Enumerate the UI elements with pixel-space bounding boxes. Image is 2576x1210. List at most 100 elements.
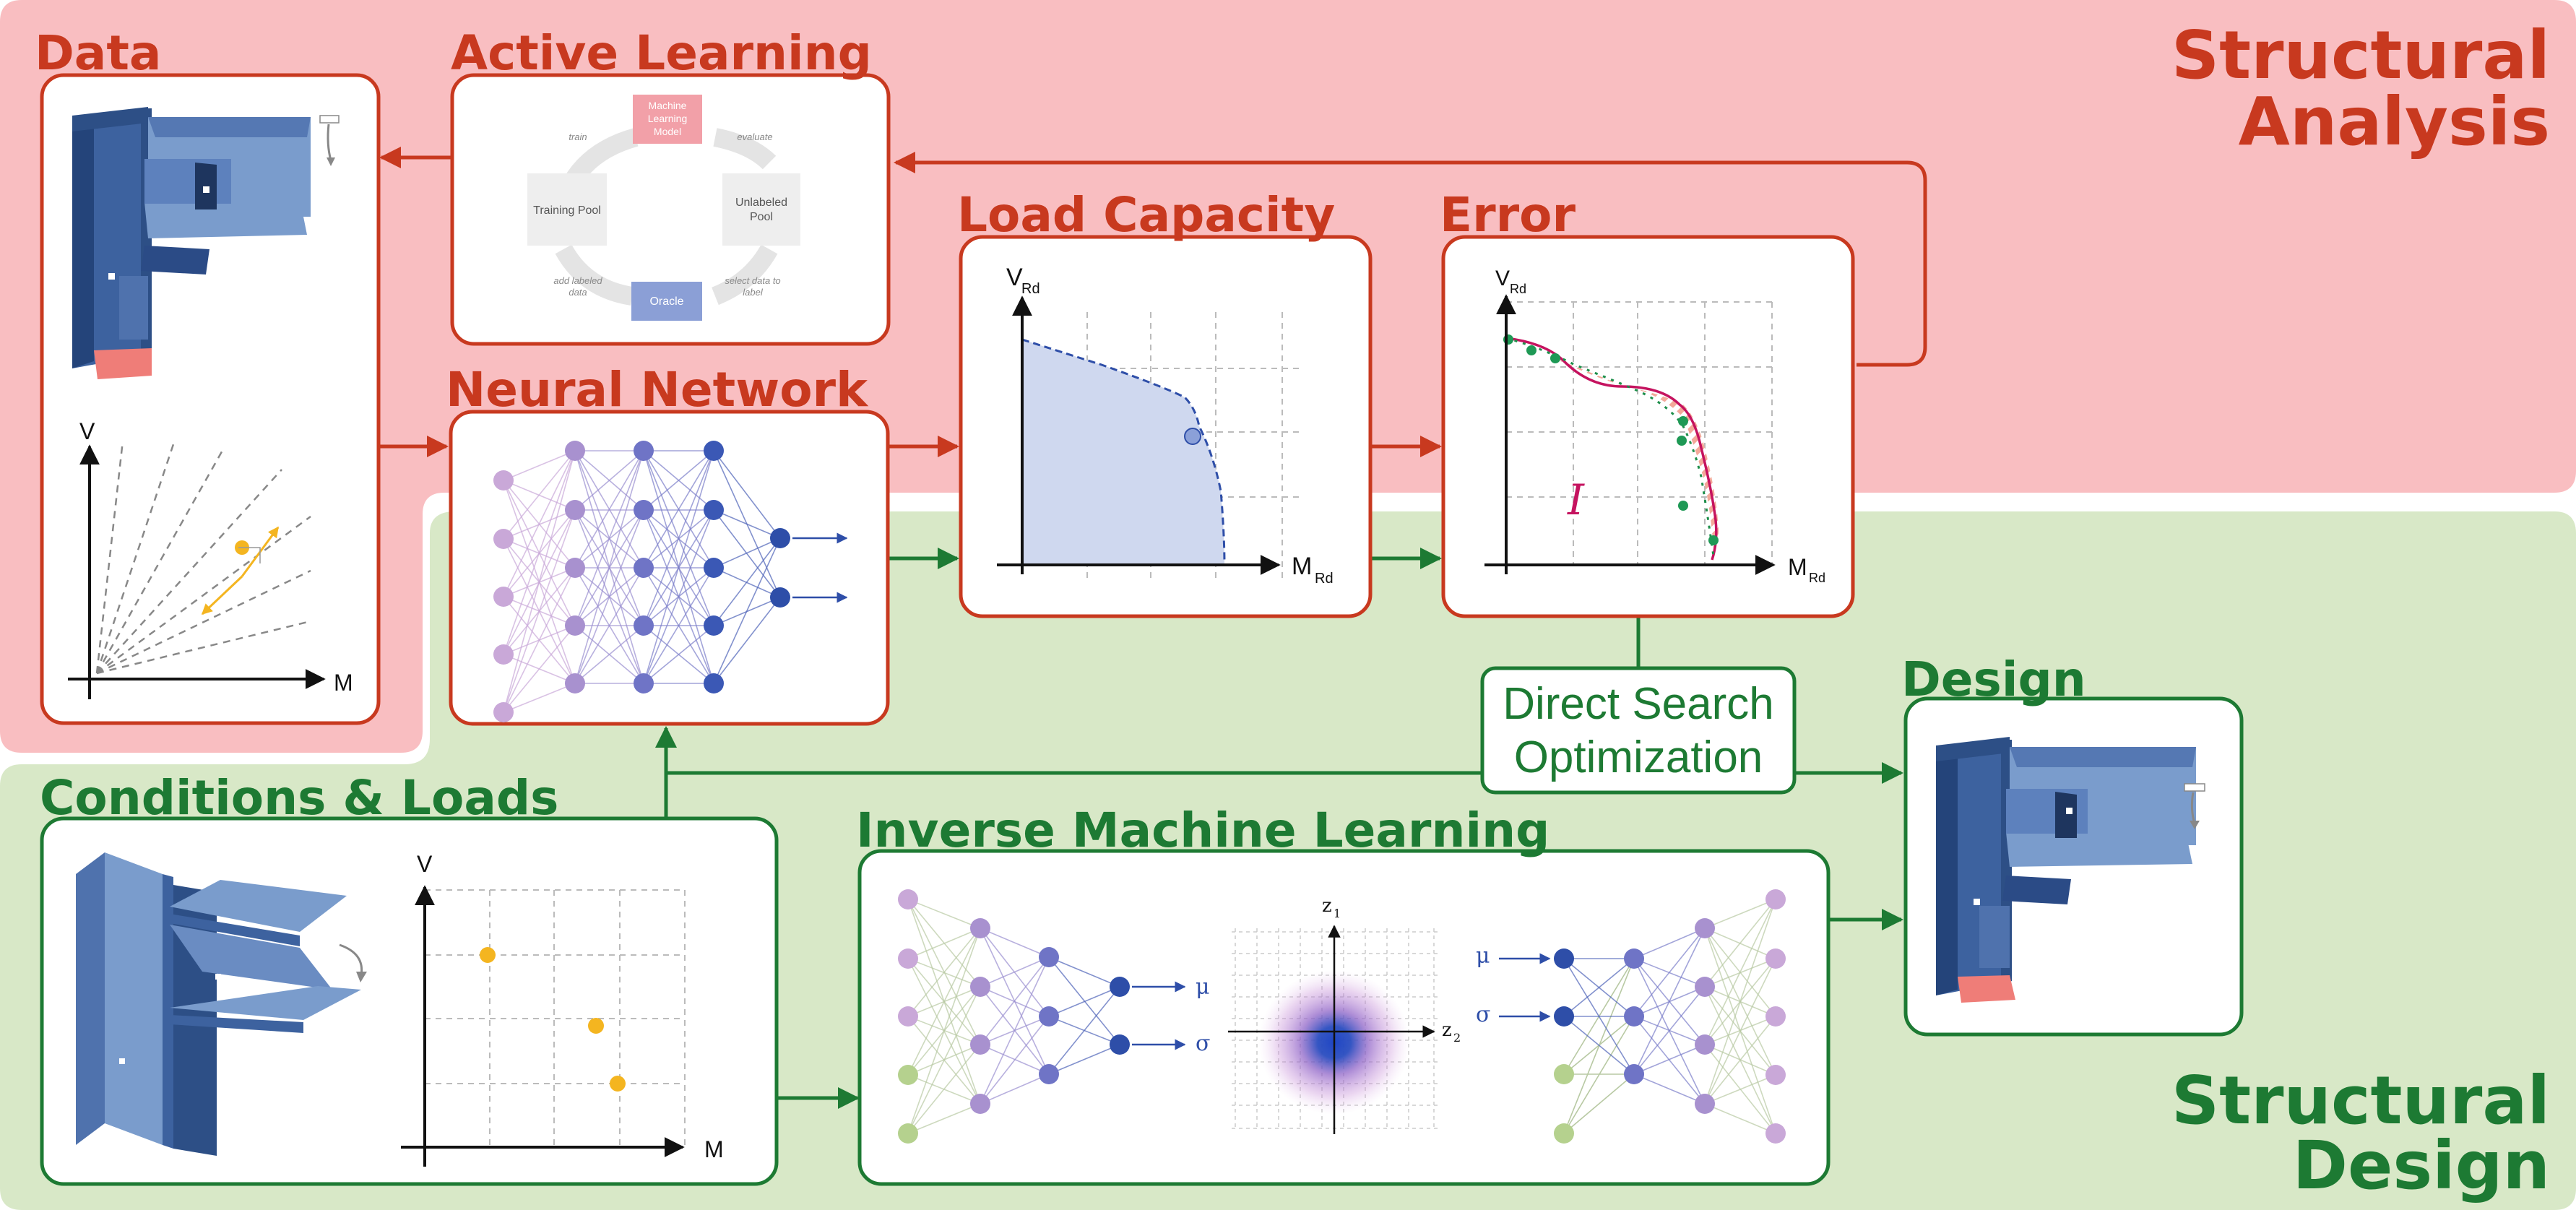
steel-connection-illustration xyxy=(72,107,340,379)
design-label-line2: Design xyxy=(2293,1127,2550,1204)
network-edge xyxy=(574,450,644,626)
column-connection-illustration xyxy=(76,852,367,1156)
panel-neural-network-title: Neural Network xyxy=(446,362,869,418)
network-edge xyxy=(1563,1073,1635,1134)
network-node xyxy=(898,1006,918,1027)
panel-error: Error xyxy=(1440,187,1855,618)
network-edge xyxy=(1563,1016,1635,1134)
network-edge xyxy=(907,928,981,1076)
edge-evaluate: evaluate xyxy=(737,131,772,142)
load-axis-m: M xyxy=(1292,553,1312,580)
capacity-point xyxy=(1184,428,1201,445)
network-edge xyxy=(1048,986,1120,1017)
network-edge xyxy=(980,1073,1050,1105)
active-learning-cycle: Machine Learning Model Unlabeled Pool Or… xyxy=(527,95,800,321)
load-axis-v: V xyxy=(1006,264,1023,291)
network-node xyxy=(704,441,724,461)
direct-search-box: Direct Search Optimization xyxy=(1480,666,1797,795)
network-node xyxy=(1695,1094,1715,1114)
network-edge xyxy=(574,450,644,569)
load-case-1 xyxy=(480,947,496,963)
network-node xyxy=(565,500,585,520)
network-edge xyxy=(907,899,981,929)
decoder-mu-label: μ xyxy=(1476,943,1490,969)
network-edge xyxy=(1704,899,1776,1045)
training-pool-box xyxy=(527,173,607,246)
edge-add-2: data xyxy=(569,287,587,298)
network-edge xyxy=(713,537,781,626)
network-node xyxy=(634,558,654,578)
network-node xyxy=(1624,1064,1644,1084)
unlabeled-pool-box xyxy=(722,173,800,246)
network-edge xyxy=(1704,899,1776,929)
panel-data-title: Data xyxy=(35,25,161,81)
load-case-2 xyxy=(588,1018,604,1034)
network-edge xyxy=(643,450,714,626)
network-node xyxy=(1765,1123,1786,1144)
latent-space-plot: z 1 z 2 xyxy=(1228,895,1461,1134)
network-node xyxy=(898,1065,918,1085)
decoder-network xyxy=(1499,889,1786,1144)
network-node xyxy=(898,889,918,909)
network-edge xyxy=(1704,899,1776,1105)
network-node xyxy=(634,615,654,636)
network-node xyxy=(1554,1123,1574,1144)
panel-active-learning: Active Learning Machine Learning Model U… xyxy=(450,25,891,346)
network-node xyxy=(1624,1006,1644,1027)
network-edge xyxy=(907,928,981,959)
network-node xyxy=(1039,1006,1059,1027)
network-edge xyxy=(643,625,714,684)
network-edge xyxy=(907,1044,981,1134)
conditions-axis-m: M xyxy=(704,1136,724,1162)
network-node xyxy=(565,441,585,461)
panel-neural-network: Neural Network xyxy=(446,362,890,726)
network-node xyxy=(1554,1064,1574,1084)
ml-model-box xyxy=(633,95,702,144)
network-edge xyxy=(1633,1044,1706,1075)
network-node xyxy=(1765,889,1786,909)
network-node xyxy=(1695,918,1715,938)
network-edge xyxy=(907,928,981,1134)
network-edge xyxy=(643,450,714,511)
network-edge xyxy=(1048,1044,1120,1075)
data-axis-m: M xyxy=(334,670,353,696)
encoder-mu-label: μ xyxy=(1196,975,1210,1000)
network-edge xyxy=(980,956,1050,1045)
network-edge xyxy=(574,509,644,684)
ml-model-label-3: Model xyxy=(654,126,681,137)
encoder-network xyxy=(898,889,1186,1144)
load-axis-m-sub: Rd xyxy=(1315,571,1334,587)
latent-axis-z2: z xyxy=(1442,1019,1452,1041)
network-node xyxy=(1110,977,1130,997)
network-edge xyxy=(503,450,576,540)
network-node xyxy=(565,615,585,636)
edge-select-2: label xyxy=(743,287,764,298)
load-axis-v-sub: Rd xyxy=(1021,281,1040,297)
network-edge xyxy=(503,625,576,713)
network-node xyxy=(493,587,514,607)
edge-train: train xyxy=(569,131,587,142)
design-label-line1: Structural xyxy=(2171,1062,2550,1139)
network-edge xyxy=(574,450,644,511)
latent-axis-z1: z xyxy=(1322,895,1332,917)
ml-model-label-2: Learning xyxy=(648,113,688,124)
network-node xyxy=(634,500,654,520)
network-edge xyxy=(1633,986,1706,1075)
network-node xyxy=(970,1094,990,1114)
network-edge xyxy=(1563,1016,1635,1075)
panel-design: Design xyxy=(1901,652,2244,1037)
edge-select-1: select data to xyxy=(725,275,780,286)
training-pool-label: Training Pool xyxy=(533,204,601,217)
network-node xyxy=(1554,948,1574,969)
network-edge xyxy=(713,450,781,539)
network-node xyxy=(770,587,790,608)
network-edge xyxy=(1704,958,1776,1105)
direct-search-line2: Optimization xyxy=(1514,733,1763,782)
network-edge xyxy=(643,450,714,684)
network-node xyxy=(1554,1006,1574,1027)
network-node xyxy=(704,673,724,693)
network-edge xyxy=(643,567,714,684)
network-edge xyxy=(1563,958,1635,1017)
network-edge xyxy=(1633,928,1706,1075)
network-node xyxy=(970,977,990,997)
